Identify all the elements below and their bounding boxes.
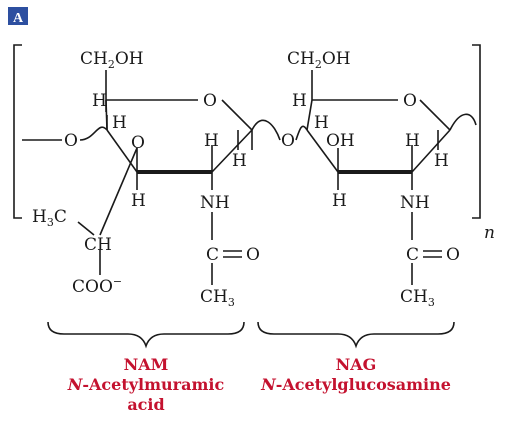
nam-c4-h-label: H (112, 113, 127, 133)
nag-c1-h-label: H (434, 151, 449, 171)
nam-o-c1-bond (221, 99, 253, 131)
lactyl-h3c-label: H3C (32, 207, 67, 229)
nag-brace (257, 321, 455, 349)
nam-c1-h-label: H (232, 151, 247, 171)
nam-c3-h-label: H (131, 191, 146, 211)
nam-c3-c4-bond (106, 129, 138, 173)
nam-c1-c2-bond (211, 129, 253, 173)
left-glycosidic-o-label: O (64, 131, 78, 151)
nag-carbonyl-o-label: O (446, 245, 460, 265)
nag-carbonyl-c-label: C (406, 245, 419, 265)
middle-glycosidic-o-label: O (281, 131, 295, 151)
nag-c2-h-label: H (405, 131, 420, 151)
right-bracket (472, 44, 481, 219)
nag-c4-c5-bond (306, 99, 313, 131)
nam-nh-label: NH (200, 193, 230, 213)
panel-letter: A (13, 11, 24, 26)
nag-c3-c4-bond (306, 129, 339, 173)
left-bracket (13, 44, 22, 219)
left-glycosidic-bond (79, 126, 108, 141)
nag-c4-h-label: H (314, 113, 329, 133)
nam-ring (105, 70, 253, 190)
nam-carbonyl-o-label: O (246, 245, 260, 265)
nam-ring-o-label: O (203, 91, 217, 111)
nag-c5-h-label: H (292, 91, 307, 111)
lactyl-ether-bond (99, 147, 138, 236)
nag-ring-o-label: O (403, 91, 417, 111)
repeat-subscript: n (484, 223, 495, 243)
right-glycosidic-bond (449, 113, 477, 131)
nag-o-c1-bond (419, 99, 451, 131)
nam-carbonyl-c-label: C (206, 245, 219, 265)
nam-ch2oh-label: CH2OH (80, 49, 144, 71)
nam-c2-h-label: H (204, 131, 219, 151)
middle-glycosidic-right (295, 125, 308, 141)
panel-badge: A (8, 7, 28, 26)
nag-ch3-label: CH3 (400, 287, 435, 309)
nag-nh-label: NH (400, 193, 430, 213)
nag-ring (306, 70, 451, 190)
nag-abbrev-label: NAG (336, 355, 377, 374)
lactyl-ch-label: CH (84, 235, 112, 255)
nam-ch3-label: CH3 (200, 287, 235, 309)
lactyl-methyl-bond (77, 221, 95, 236)
nam-abbrev-label: NAM (124, 355, 169, 374)
nag-ch2oh-label: CH2OH (287, 49, 351, 71)
nam-name-label: N-Acetylmuramic (67, 375, 225, 394)
nag-c1-c2-bond (411, 129, 451, 173)
nag-c3-oh-label: OH (326, 131, 355, 151)
nam-c5-h-label: H (92, 91, 107, 111)
nag-c3-h-label: H (332, 191, 347, 211)
middle-glycosidic-left (251, 119, 281, 141)
nam-name-line2-label: acid (127, 395, 164, 414)
lactyl-coo-label: COO− (72, 275, 122, 297)
nam-brace (47, 321, 245, 349)
nam-c3-o-label: O (131, 133, 145, 153)
nag-name-label: N-Acetylglucosamine (260, 375, 451, 394)
